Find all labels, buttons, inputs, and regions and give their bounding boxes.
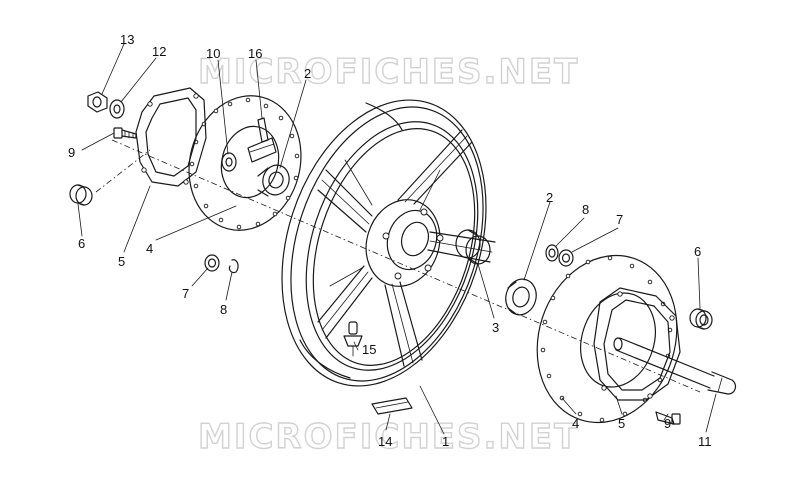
callout-5-left: 5 <box>118 254 125 269</box>
snap-ring-7-right <box>558 249 574 267</box>
valve-stem <box>343 321 363 357</box>
speedometer-drive-16 <box>247 117 277 163</box>
callout-16: 16 <box>248 46 262 61</box>
callout-2-right: 2 <box>546 190 553 205</box>
wheel-spokes <box>317 129 496 367</box>
brake-disc-left <box>188 95 302 231</box>
cap-6-left <box>69 184 93 206</box>
spacer-guide-line <box>95 149 151 193</box>
callout-3: 3 <box>492 320 499 335</box>
bearing-right-2 <box>505 278 537 316</box>
callout-14: 14 <box>378 434 392 449</box>
circlip-8-left <box>228 259 239 274</box>
callout-11: 11 <box>698 434 712 449</box>
bearing-left <box>257 164 290 197</box>
callout-6-left: 6 <box>78 236 85 251</box>
cap-6-right <box>689 308 713 330</box>
callout-6-right: 6 <box>694 244 701 259</box>
snap-ring-8-right <box>545 244 559 262</box>
callout-4-left: 4 <box>146 241 153 256</box>
wheel-hub <box>365 199 444 287</box>
callout-8-left: 8 <box>220 302 227 317</box>
callout-labels: 13 12 10 16 2 9 6 5 4 7 8 2 8 7 6 3 15 1… <box>68 32 712 449</box>
spacer-ring-10 <box>221 152 237 172</box>
axle-center-line <box>111 139 701 393</box>
callout-9-right: 9 <box>664 416 671 431</box>
callout-7-left: 7 <box>182 286 189 301</box>
callout-12: 12 <box>152 44 166 59</box>
callout-15: 15 <box>362 342 376 357</box>
callout-10: 10 <box>206 46 220 61</box>
wheel-rim <box>281 99 487 387</box>
balance-weight <box>371 397 413 415</box>
snap-ring-7-left <box>204 254 220 272</box>
callout-1: 1 <box>442 434 449 449</box>
callout-7-right: 7 <box>616 212 623 227</box>
axle-shaft-11 <box>613 337 737 395</box>
axle-nut-13 <box>87 91 108 113</box>
washer-12 <box>109 99 125 119</box>
callout-9-left: 9 <box>68 145 75 160</box>
leader-lines <box>77 43 717 435</box>
caliper-plate-right <box>593 287 681 401</box>
watermark-top: MICROFICHES.NET <box>198 52 579 92</box>
bolt-9-left <box>113 127 137 139</box>
brake-disc-right <box>536 254 678 424</box>
callout-13: 13 <box>120 32 134 47</box>
callout-8-right: 8 <box>582 202 589 217</box>
callout-4-right: 4 <box>572 416 579 431</box>
caliper-plate-left <box>135 87 207 187</box>
callout-2-left: 2 <box>304 66 311 81</box>
callout-5-right: 5 <box>618 416 625 431</box>
